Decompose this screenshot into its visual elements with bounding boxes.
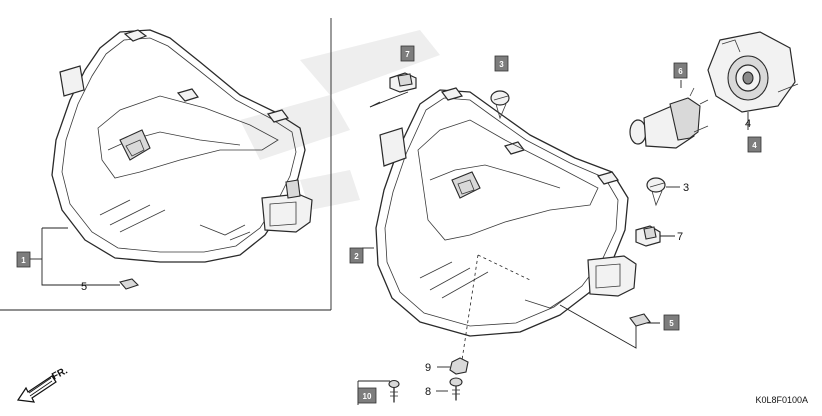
- callout-tag-6: 6: [673, 62, 688, 79]
- callout-tag-2: 2: [349, 247, 364, 264]
- callout-tag-7a: 7: [400, 45, 415, 62]
- adjuster-nut: [449, 357, 469, 375]
- callout-label-3a: 3: [499, 60, 504, 69]
- callout-label-7a: 7: [405, 50, 410, 59]
- callout-number-7b: 7: [677, 231, 683, 243]
- callout-label-10: 10: [363, 392, 372, 401]
- inset-frame: [0, 18, 332, 311]
- direction-label: FR.: [50, 365, 70, 382]
- leaders-right: [357, 80, 749, 405]
- callout-tag-1: 1: [16, 251, 31, 268]
- callout-tag-5b: 5: [663, 314, 680, 331]
- clip-nut-left: [119, 278, 140, 290]
- callout-number-5a: 5: [81, 281, 87, 293]
- headlight-assembly-left: [51, 29, 313, 263]
- callout-tag-4: 4: [747, 136, 762, 153]
- explode-lines: [461, 254, 531, 361]
- position-bulb-top: [490, 90, 510, 120]
- adjuster-screw: [449, 377, 463, 401]
- callout-number-4: 4: [745, 118, 751, 130]
- callout-tag-3a: 3: [494, 55, 509, 72]
- callout-label-4: 4: [752, 141, 757, 150]
- drawing-code: K0L8F0100A: [755, 395, 808, 405]
- rubber-cap-right: [635, 225, 661, 247]
- headlight-assembly-right: [375, 87, 637, 337]
- leaders-left: [30, 227, 120, 286]
- callout-label-2: 2: [354, 252, 359, 261]
- front-direction-arrow: FR.: [16, 365, 70, 403]
- clip-nut-right: [629, 313, 651, 327]
- headlight-bulb: [629, 87, 709, 149]
- callout-number-9: 9: [425, 362, 431, 374]
- callout-label-5b: 5: [669, 319, 674, 328]
- callout-number-3b: 3: [683, 182, 689, 194]
- callout-label-1: 1: [21, 256, 26, 265]
- callout-number-8: 8: [425, 386, 431, 398]
- screw-10: [388, 379, 400, 403]
- dust-cover: [707, 31, 799, 113]
- callout-tag-10: 10: [357, 387, 377, 404]
- callout-label-6: 6: [678, 67, 683, 76]
- position-bulb-right: [646, 177, 666, 207]
- rubber-cap-top: [389, 72, 417, 93]
